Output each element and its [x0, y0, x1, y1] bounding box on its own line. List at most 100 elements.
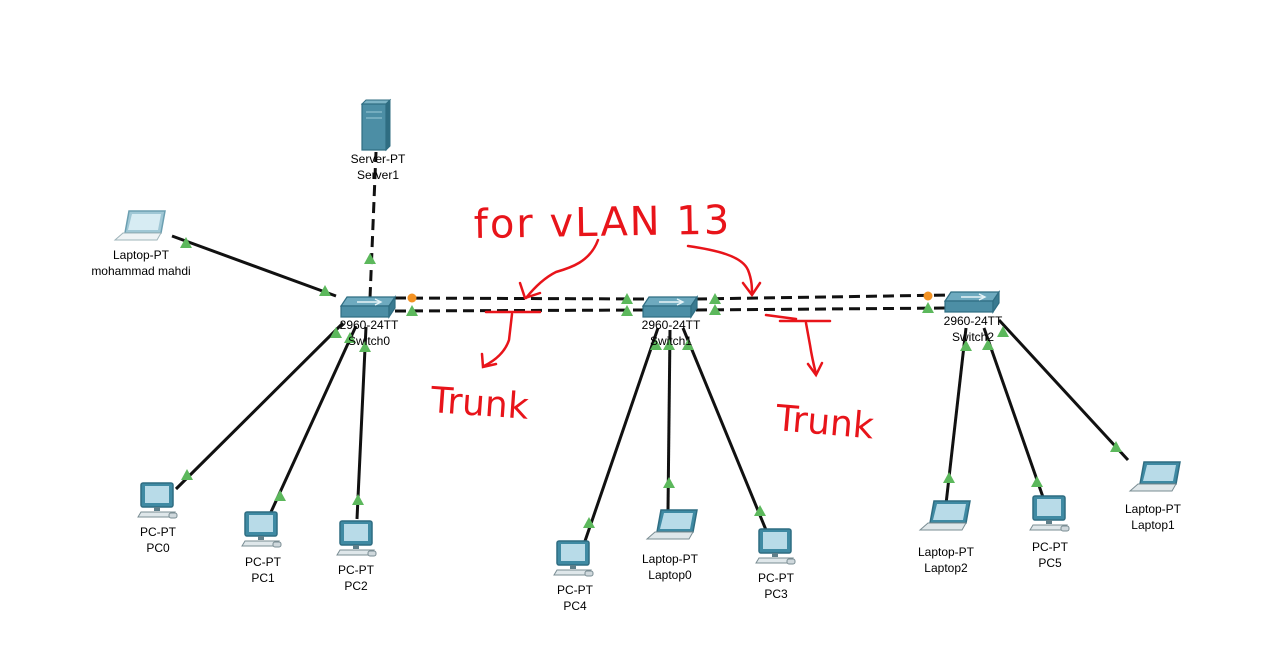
link-switch0-switch1[interactable] — [394, 293, 649, 304]
link-status-up-icon — [922, 302, 934, 313]
trunk-arrowhead-right — [806, 361, 824, 378]
link-status-up-icon — [406, 305, 418, 316]
server-icon[interactable] — [360, 98, 392, 152]
trunk-annotation-left: Trunk — [428, 380, 530, 428]
device-name-label: Server1 — [357, 168, 399, 182]
link-switch2-laptop2[interactable] — [943, 327, 972, 505]
link-switch0-server1[interactable] — [364, 151, 378, 299]
link-switch1-switch2[interactable] — [695, 302, 952, 315]
device-name-label: Switch2 — [952, 330, 994, 344]
vlan-arrow-right — [686, 244, 754, 296]
link-status-up-icon — [344, 332, 356, 343]
trunk-marker-left — [482, 310, 542, 368]
device-name-label: Switch0 — [348, 334, 390, 348]
link-status-up-icon — [330, 327, 342, 338]
link-switch0-pc2[interactable] — [352, 326, 371, 520]
switch-icon[interactable] — [943, 290, 1001, 314]
link-status-up-icon — [650, 339, 662, 350]
link-switch2-laptop1[interactable] — [997, 318, 1130, 462]
device-name-label: mohammad mahdi — [91, 264, 190, 278]
crossover-cable-line[interactable] — [394, 296, 649, 301]
crossover-cable-line[interactable] — [394, 308, 649, 313]
straight-cable-line[interactable] — [269, 325, 358, 513]
link-switch0-pc1[interactable] — [269, 325, 358, 513]
device-laptop1[interactable]: Laptop-PT Laptop1 — [1125, 461, 1182, 532]
device-name-label: Laptop1 — [1131, 518, 1175, 532]
straight-cable-line[interactable] — [982, 327, 1046, 501]
annotations-layer: for vLAN 13 Trunk Trunk — [428, 198, 875, 448]
link-status-up-icon — [943, 472, 955, 483]
device-type-label: PC-PT — [140, 525, 177, 539]
straight-cable-line[interactable] — [997, 318, 1130, 462]
device-name-label: Switch1 — [650, 334, 692, 348]
switch-icon[interactable] — [641, 295, 699, 319]
trunk-marker-right — [764, 313, 832, 376]
device-type-label: Laptop-PT — [1125, 502, 1182, 516]
link-switch0-pc0[interactable] — [174, 321, 345, 491]
crossover-cable-line[interactable] — [695, 306, 952, 312]
straight-cable-line[interactable] — [171, 234, 337, 298]
straight-cable-line[interactable] — [355, 326, 368, 520]
link-status-up-icon — [621, 305, 633, 316]
crossover-cable-line[interactable] — [695, 293, 952, 301]
device-type-label: PC-PT — [338, 563, 375, 577]
link-status-up-icon — [274, 490, 286, 501]
pc-icon[interactable] — [241, 511, 282, 548]
link-status-up-icon — [709, 293, 721, 304]
device-type-label: Laptop-PT — [642, 552, 699, 566]
link-status-up-icon — [181, 469, 193, 480]
crossover-cable-line[interactable] — [368, 151, 378, 299]
link-status-up-icon — [364, 253, 376, 264]
link-switch1-laptop0[interactable] — [663, 329, 675, 511]
switch-icon[interactable] — [339, 295, 397, 319]
link-switch2-pc5[interactable] — [982, 327, 1046, 501]
link-switch0-switch1[interactable] — [394, 305, 649, 316]
device-type-label: 2960-24TT — [944, 314, 1003, 328]
laptop-icon[interactable] — [918, 500, 971, 531]
links-layer — [171, 151, 1130, 545]
vlan-arrowhead-left — [518, 281, 542, 300]
device-switch2[interactable]: 2960-24TT Switch2 — [943, 290, 1003, 344]
pc-icon[interactable] — [755, 528, 796, 565]
pc-icon[interactable] — [137, 482, 178, 519]
link-switch1-pc3[interactable] — [681, 327, 768, 531]
pc-icon[interactable] — [1029, 495, 1070, 532]
laptop-icon[interactable] — [645, 509, 698, 540]
link-status-up-icon — [663, 339, 675, 350]
trunk-annotation-right: Trunk — [773, 398, 875, 447]
straight-cable-line[interactable] — [174, 321, 345, 491]
laptop-icon[interactable] — [113, 210, 166, 241]
link-status-up-icon — [709, 304, 721, 315]
straight-cable-line[interactable] — [681, 327, 768, 531]
link-status-up-icon — [960, 340, 972, 351]
link-switch1-switch2[interactable] — [695, 291, 952, 305]
device-type-label: PC-PT — [758, 571, 795, 585]
pc-icon[interactable] — [553, 540, 594, 577]
link-status-up-icon — [1031, 476, 1043, 487]
link-status-up-icon — [997, 326, 1009, 337]
device-name-label: PC5 — [1038, 556, 1062, 570]
straight-cable-line[interactable] — [582, 327, 660, 545]
vlan-annotation: for vLAN 13 — [473, 198, 731, 248]
pc-icon[interactable] — [336, 520, 377, 557]
device-type-label: PC-PT — [245, 555, 282, 569]
link-switch0-laptop-mm[interactable] — [171, 234, 337, 298]
device-name-label: PC4 — [563, 599, 587, 613]
laptop-icon[interactable] — [1128, 461, 1181, 492]
link-switch1-pc4[interactable] — [582, 327, 662, 545]
device-name-label: Laptop2 — [924, 561, 968, 575]
